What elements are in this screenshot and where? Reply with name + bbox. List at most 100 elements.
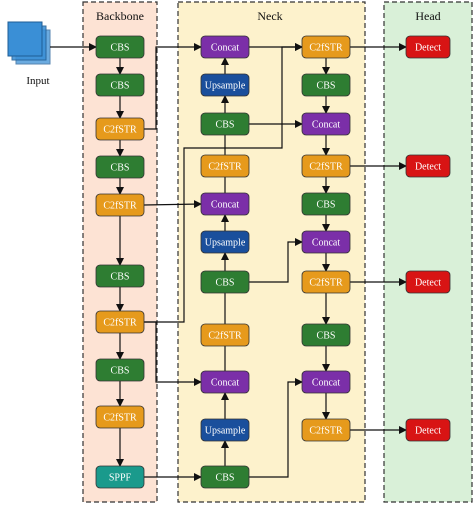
connection-arrow-36 xyxy=(249,238,303,283)
cbs-node: CBS xyxy=(200,270,250,294)
node-box xyxy=(200,418,250,442)
concat-node: Concat xyxy=(200,370,250,394)
node-label: Concat xyxy=(211,378,240,389)
detect-node: Detect xyxy=(405,154,451,178)
node-box xyxy=(405,35,451,59)
node-label: Concat xyxy=(312,120,341,131)
node-label: Detect xyxy=(415,43,441,54)
node-label: Detect xyxy=(415,162,441,173)
diagram-nodes: CBS CBS C2fSTR CBS C2fSTR CBS C2fSTR CBS C2fSTR S… xyxy=(95,35,451,489)
node-box xyxy=(301,370,351,394)
node-label: Upsample xyxy=(205,238,246,249)
node-label: Concat xyxy=(211,43,240,54)
node-label: Concat xyxy=(312,378,341,389)
neck-title: Neck xyxy=(257,9,282,23)
node-label: CBS xyxy=(111,43,130,54)
node-label: Concat xyxy=(211,200,240,211)
cbs-node: CBS xyxy=(301,73,351,97)
node-box xyxy=(301,73,351,97)
c2fstr-node: C2fSTR xyxy=(200,154,250,178)
node-box xyxy=(200,35,250,59)
cbs-node: CBS xyxy=(200,112,250,136)
cbs-node: CBS xyxy=(95,358,145,382)
node-box xyxy=(95,117,145,141)
head-title: Head xyxy=(415,9,440,23)
cbs-node: CBS xyxy=(95,73,145,97)
concat-node: Concat xyxy=(200,192,250,216)
node-box xyxy=(95,465,145,489)
node-box xyxy=(95,193,145,217)
node-label: CBS xyxy=(216,278,235,289)
node-box xyxy=(95,358,145,382)
node-box xyxy=(301,154,351,178)
node-label: Concat xyxy=(312,238,341,249)
c2fstr-node: C2fSTR xyxy=(301,418,351,442)
connection-arrow-22 xyxy=(143,200,202,209)
node-box xyxy=(405,418,451,442)
node-box xyxy=(200,112,250,136)
node-box xyxy=(95,264,145,288)
connection-arrow-21 xyxy=(144,43,202,130)
input-label: Input xyxy=(26,75,49,87)
node-label: Detect xyxy=(415,426,441,437)
sppf-node: SPPF xyxy=(95,465,145,489)
node-label: C2fSTR xyxy=(103,125,137,136)
node-label: CBS xyxy=(317,81,336,92)
node-label: C2fSTR xyxy=(208,162,242,173)
node-label: Upsample xyxy=(205,81,246,92)
cbs-node: CBS xyxy=(301,323,351,347)
connection-arrow-37 xyxy=(249,378,303,478)
node-box xyxy=(301,323,351,347)
node-box xyxy=(301,192,351,216)
node-box xyxy=(301,230,351,254)
c2fstr-node: C2fSTR xyxy=(301,35,351,59)
c2fstr-node: C2fSTR xyxy=(200,323,250,347)
node-label: C2fSTR xyxy=(309,426,343,437)
cbs-node: CBS xyxy=(200,465,250,489)
node-box xyxy=(95,310,145,334)
node-box xyxy=(95,155,145,179)
concat-node: Concat xyxy=(301,370,351,394)
node-box xyxy=(405,270,451,294)
c2fstr-node: C2fSTR xyxy=(95,310,145,334)
node-label: C2fSTR xyxy=(309,43,343,54)
node-label: C2fSTR xyxy=(103,201,137,212)
detect-node: Detect xyxy=(405,35,451,59)
node-box xyxy=(301,270,351,294)
node-box xyxy=(200,270,250,294)
node-label: CBS xyxy=(216,120,235,131)
cbs-node: CBS xyxy=(301,192,351,216)
node-label: C2fSTR xyxy=(208,331,242,342)
node-box xyxy=(301,35,351,59)
node-label: CBS xyxy=(317,200,336,211)
node-label: C2fSTR xyxy=(103,413,137,424)
concat-node: Concat xyxy=(301,112,351,136)
node-label: Detect xyxy=(415,278,441,289)
detect-node: Detect xyxy=(405,270,451,294)
node-label: CBS xyxy=(111,272,130,283)
node-label: C2fSTR xyxy=(309,278,343,289)
node-box xyxy=(200,465,250,489)
c2fstr-node: C2fSTR xyxy=(95,405,145,429)
node-box xyxy=(95,405,145,429)
cbs-node: CBS xyxy=(95,155,145,179)
backbone-title: Backbone xyxy=(96,9,144,23)
node-label: CBS xyxy=(111,81,130,92)
node-box xyxy=(301,418,351,442)
upsample-node: Upsample xyxy=(200,73,250,97)
node-label: CBS xyxy=(111,163,130,174)
node-label: CBS xyxy=(317,331,336,342)
upsample-node: Upsample xyxy=(200,418,250,442)
node-box xyxy=(200,192,250,216)
node-label: SPPF xyxy=(109,473,132,484)
node-box xyxy=(200,323,250,347)
node-box xyxy=(301,112,351,136)
node-label: CBS xyxy=(216,473,235,484)
concat-node: Concat xyxy=(301,230,351,254)
node-box xyxy=(200,73,250,97)
node-label: Upsample xyxy=(205,426,246,437)
node-box xyxy=(200,154,250,178)
node-box xyxy=(200,230,250,254)
detect-node: Detect xyxy=(405,418,451,442)
